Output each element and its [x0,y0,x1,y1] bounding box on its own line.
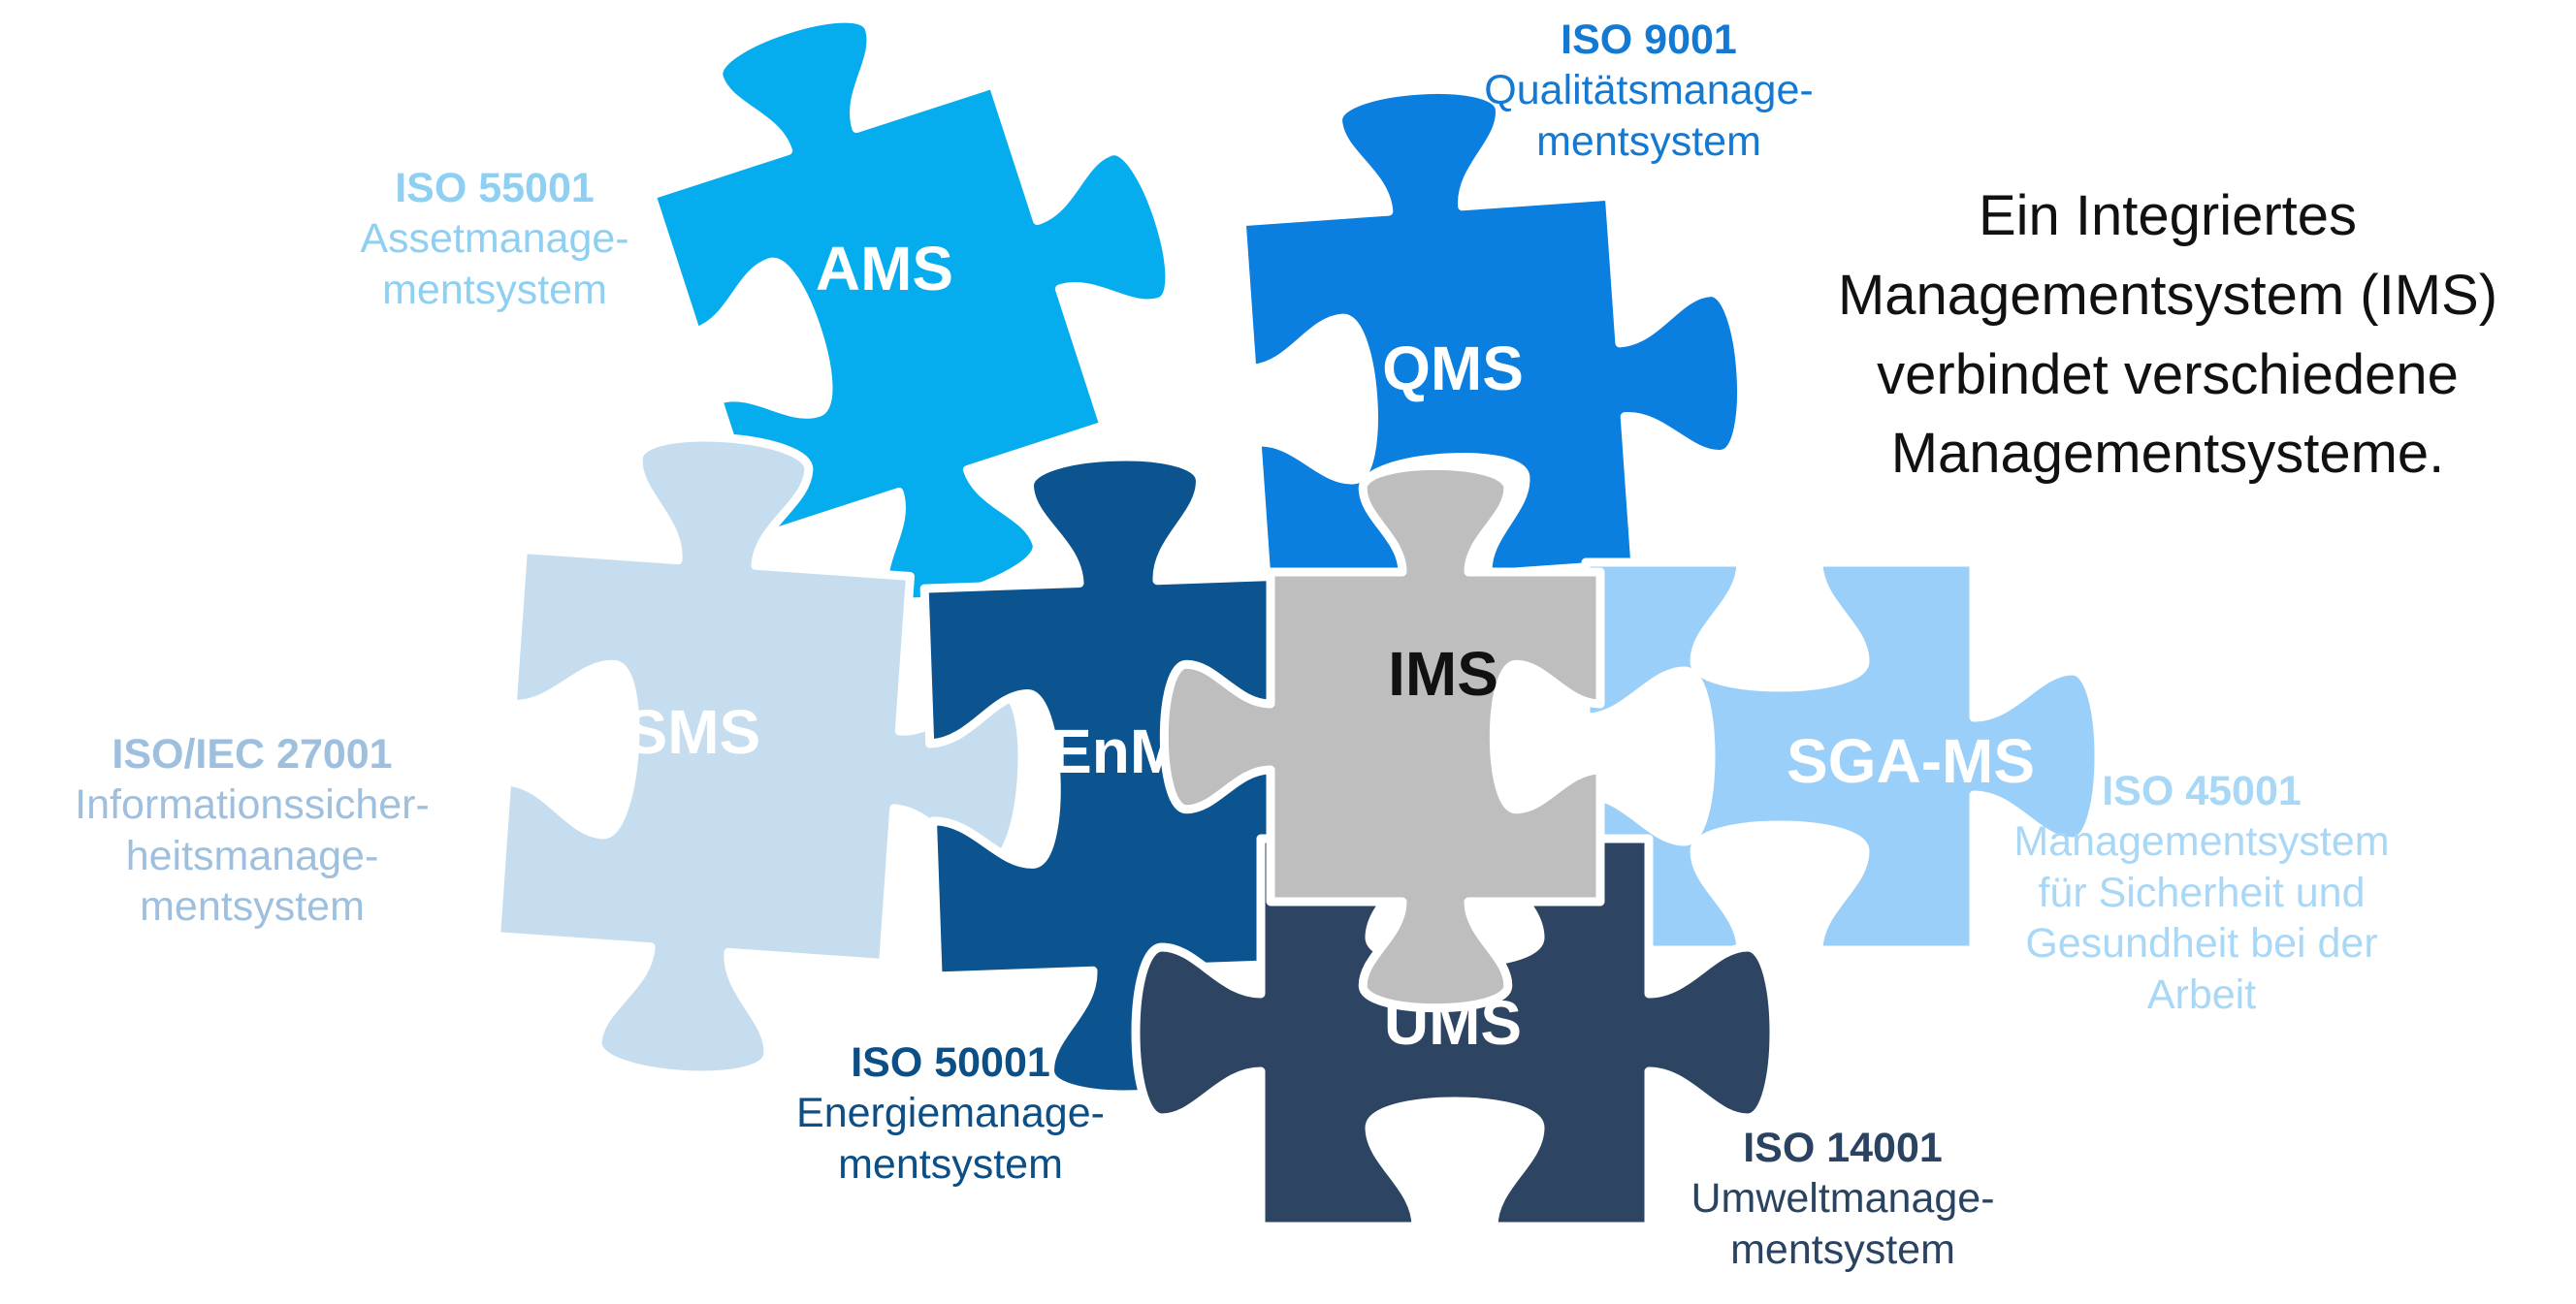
puzzle-shape-isms [492,432,1027,1080]
label-line: Energiemanage- [796,1090,1105,1137]
headline-line: Ein Integriertes [1978,184,2358,247]
label-standard: ISO 45001 [2102,768,2302,814]
puzzle-label-ims: IMS [1388,639,1498,709]
label-line: mentsystem [1730,1225,1955,1273]
puzzle-piece-ims [1159,461,1605,1013]
label-line: Informationssicher- [75,781,430,829]
label-line: für Sicherheit und [2038,869,2366,916]
label-sgams: ISO 45001 Managementsystem für Sicherhei… [1969,766,2434,1020]
label-standard: ISO 50001 [851,1039,1050,1086]
label-qms: ISO 9001 Qualitätsmanage- mentsystem [1426,15,1872,167]
label-line: Gesundheit bei der [2025,920,2378,968]
headline-line: Managementsystem (IMS) [1837,263,2498,327]
label-line: mentsystem [382,266,607,313]
puzzle-label-qms: QMS [1382,334,1524,403]
puzzle-label-ams: AMS [816,234,953,303]
label-standard: ISO/IEC 27001 [112,731,393,778]
headline-line: Managementsysteme. [1890,422,2445,486]
puzzle-label-isms: ISMS [609,697,760,767]
puzzle-shape-ims [1159,461,1605,1013]
puzzle-piece-ums [1131,834,1779,1231]
puzzle-label-sgams: SGA-MS [1787,726,2035,796]
label-ums: ISO 14001 Umweltmanage- mentsystem [1639,1123,2046,1275]
label-isms: ISO/IEC 27001 Informationssicher- heitsm… [39,729,466,933]
headline: Ein Integriertes Managementsystem (IMS) … [1741,176,2576,493]
label-line: heitsmanage- [125,832,379,879]
label-line: Umweltmanage- [1690,1175,1995,1223]
label-line: mentsystem [1536,117,1761,165]
puzzle-shape-sgams [1581,557,2104,955]
label-line: mentsystem [838,1140,1063,1188]
label-standard: ISO 9001 [1561,16,1737,63]
label-ams: ISO 55001 Assetmanage- mentsystem [310,163,679,315]
label-line: Arbeit [2146,970,2257,1018]
puzzle-piece-sgams [1581,557,2104,955]
label-standard: ISO 14001 [1743,1125,1943,1171]
label-line: Qualitätsmanage- [1484,67,1814,114]
puzzle-shape-ums [1131,834,1779,1231]
label-line: Managementsystem [2013,818,2390,866]
label-line: Assetmanage- [360,215,629,263]
label-line: mentsystem [140,883,365,931]
puzzle-piece-isms [492,432,1027,1080]
label-standard: ISO 55001 [395,165,595,211]
label-enms: ISO 50001 Energiemanage- mentsystem [737,1037,1164,1190]
headline-line: verbindet verschiedene [1877,342,2459,406]
